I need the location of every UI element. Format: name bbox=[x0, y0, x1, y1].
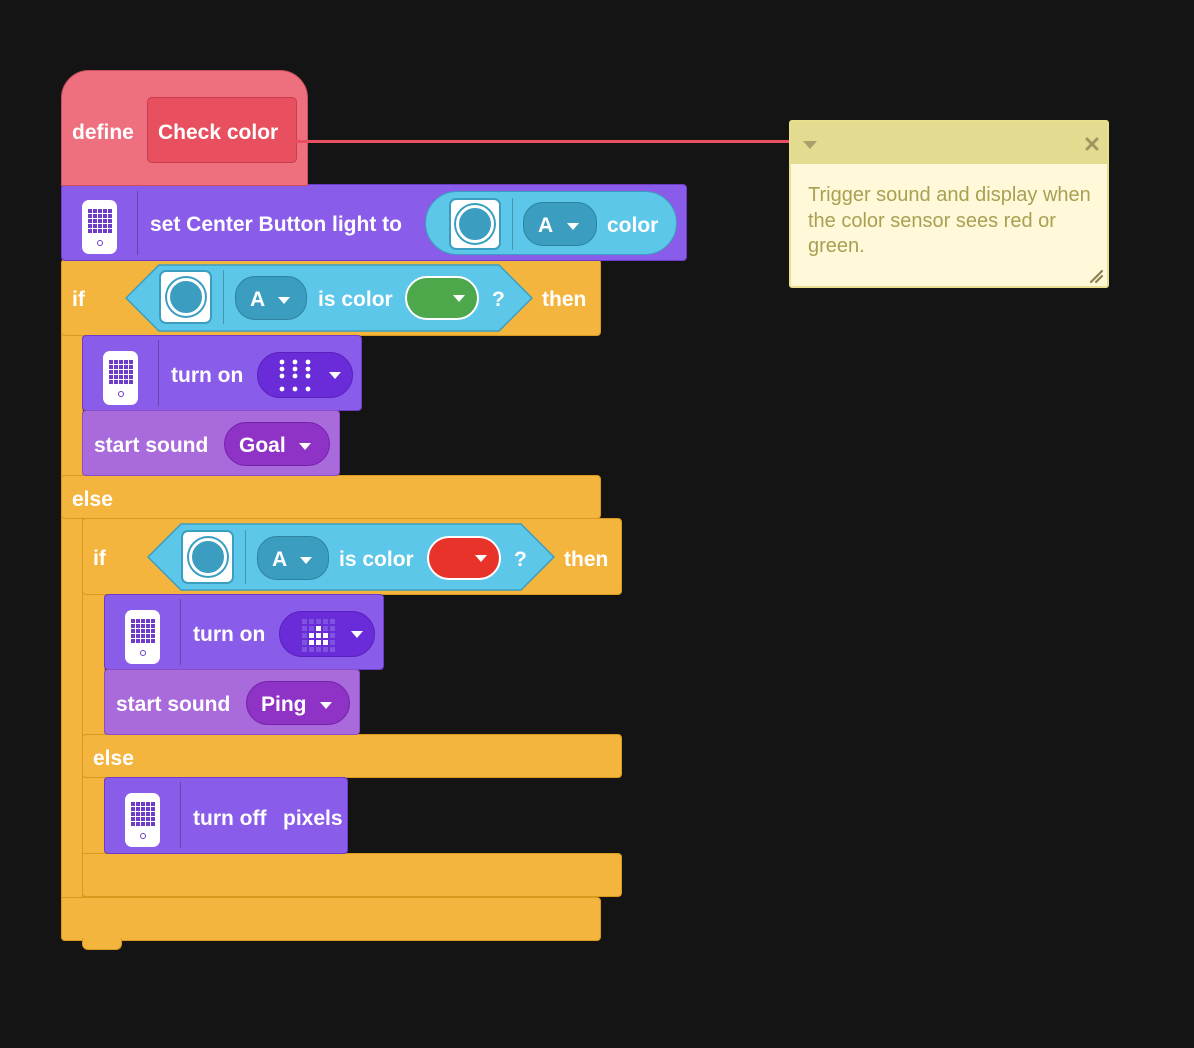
color-suffix: color bbox=[607, 214, 659, 237]
turn-on-block-outer[interactable]: turn on bbox=[82, 335, 362, 411]
resize-icon[interactable] bbox=[1088, 268, 1104, 284]
port-value: A bbox=[538, 214, 554, 237]
color-sensor-icon bbox=[181, 530, 234, 584]
port-dropdown[interactable]: A bbox=[257, 536, 329, 580]
start-sound-label: start sound bbox=[116, 693, 231, 716]
hub-icon bbox=[125, 793, 160, 847]
port-value: A bbox=[272, 548, 288, 571]
turn-on-block-inner[interactable]: turn on bbox=[104, 594, 384, 670]
start-sound-block-goal[interactable]: start sound Goal bbox=[82, 410, 340, 476]
is-color-label: is color bbox=[339, 548, 414, 571]
question-mark: ? bbox=[514, 548, 527, 571]
if-else-block-outer[interactable] bbox=[61, 259, 83, 941]
turn-off-target: pixels bbox=[283, 807, 343, 830]
hub-icon bbox=[82, 200, 117, 254]
set-center-button-light-block[interactable]: set Center Button light to A color bbox=[61, 184, 687, 261]
turn-on-label: turn on bbox=[171, 364, 244, 387]
inner-else-label: else bbox=[93, 747, 134, 770]
dropdown-caret-icon bbox=[329, 372, 341, 379]
sound-dropdown[interactable]: Ping bbox=[246, 681, 350, 725]
comment-connector bbox=[280, 140, 790, 143]
outer-if-label: if bbox=[72, 288, 85, 311]
color-sensor-icon bbox=[159, 270, 212, 324]
if-else-inner-footer[interactable] bbox=[82, 853, 622, 897]
turn-off-label: turn off bbox=[193, 807, 267, 830]
inner-if-label: if bbox=[93, 547, 106, 570]
pixel-pattern-icon bbox=[302, 619, 335, 652]
sound-value: Ping bbox=[261, 693, 307, 716]
pixel-pattern-icon bbox=[279, 359, 311, 392]
color-sensor-icon bbox=[449, 198, 501, 250]
dropdown-caret-icon bbox=[300, 557, 312, 564]
dropdown-caret-icon bbox=[320, 702, 332, 709]
close-icon[interactable] bbox=[1085, 137, 1099, 151]
define-label: define bbox=[72, 121, 134, 144]
start-sound-label: start sound bbox=[94, 434, 209, 457]
turn-off-pixels-block[interactable]: turn off pixels bbox=[104, 777, 348, 854]
turn-on-label: turn on bbox=[193, 623, 266, 646]
if-else-outer-else-bar[interactable] bbox=[61, 475, 601, 519]
port-dropdown[interactable]: A bbox=[523, 202, 597, 246]
color-sensor-reporter[interactable]: A color bbox=[425, 191, 677, 255]
dropdown-caret-icon bbox=[453, 295, 465, 302]
pixel-pattern-dropdown[interactable] bbox=[279, 611, 375, 657]
dropdown-caret-icon bbox=[278, 297, 290, 304]
port-dropdown[interactable]: A bbox=[235, 276, 307, 320]
procedure-name-block[interactable] bbox=[147, 97, 297, 163]
hub-icon bbox=[125, 610, 160, 664]
sound-dropdown[interactable]: Goal bbox=[224, 422, 330, 466]
port-value: A bbox=[250, 288, 266, 311]
dropdown-caret-icon bbox=[475, 555, 487, 562]
dropdown-caret-icon bbox=[567, 223, 579, 230]
color-dropdown-red[interactable] bbox=[427, 536, 501, 580]
dropdown-caret-icon bbox=[351, 631, 363, 638]
question-mark: ? bbox=[492, 288, 505, 311]
sound-value: Goal bbox=[239, 434, 286, 457]
if-else-outer-footer[interactable] bbox=[61, 897, 601, 941]
comment-text[interactable]: Trigger sound and display when the color… bbox=[808, 184, 1091, 257]
is-color-label: is color bbox=[318, 288, 393, 311]
comment-header[interactable] bbox=[791, 122, 1107, 164]
set-light-label: set Center Button light to bbox=[150, 213, 402, 236]
procedure-name: Check color bbox=[158, 121, 279, 144]
outer-then-label: then bbox=[542, 288, 587, 311]
start-sound-block-ping[interactable]: start sound Ping bbox=[104, 669, 360, 735]
divider bbox=[245, 530, 246, 584]
if-else-inner-else-bar[interactable] bbox=[82, 734, 622, 778]
divider bbox=[223, 270, 224, 324]
comment-note[interactable]: Trigger sound and display when the color… bbox=[789, 120, 1109, 288]
dropdown-caret-icon bbox=[299, 443, 311, 450]
outer-else-label: else bbox=[72, 488, 113, 511]
if-else-outer-bottom-notch bbox=[82, 938, 122, 950]
inner-then-label: then bbox=[564, 548, 609, 571]
pixel-pattern-dropdown[interactable] bbox=[257, 352, 353, 398]
color-dropdown-green[interactable] bbox=[405, 276, 479, 320]
collapse-icon[interactable] bbox=[803, 141, 817, 149]
hub-icon bbox=[103, 351, 138, 405]
